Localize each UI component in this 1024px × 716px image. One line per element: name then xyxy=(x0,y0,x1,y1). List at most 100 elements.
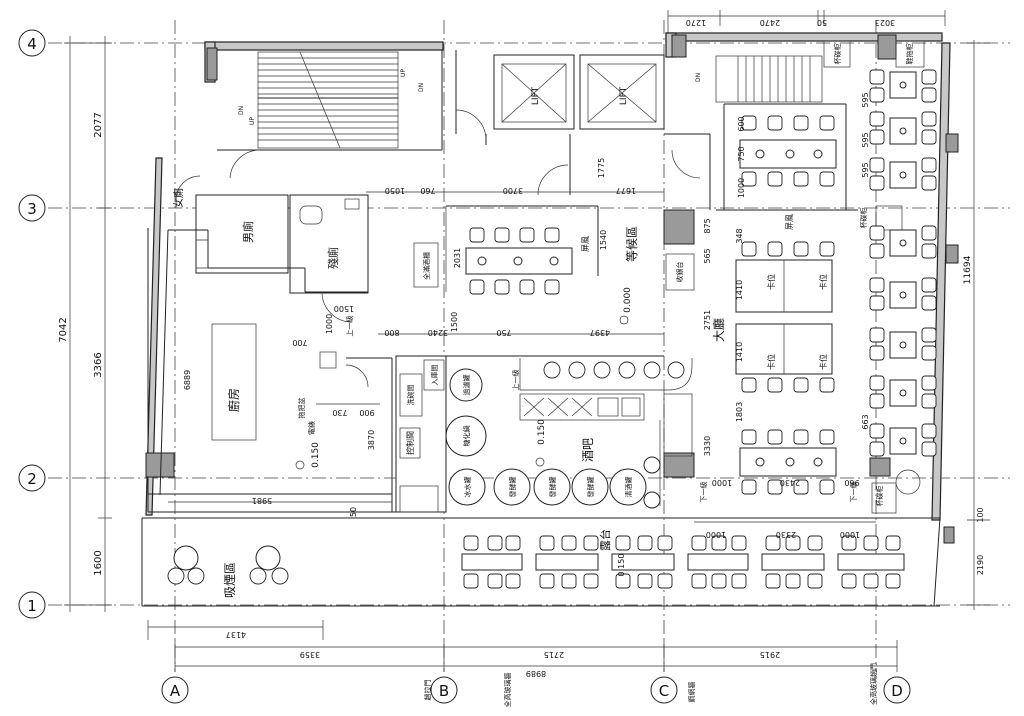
label-male-wc: 男廁 xyxy=(241,221,255,243)
label-terrace: 露台 xyxy=(598,529,612,551)
label-ice-water: 冰水罐 xyxy=(463,477,472,498)
columns xyxy=(145,34,959,544)
label-meter: 電錶 xyxy=(307,421,316,435)
dim-6889: 6889 xyxy=(183,370,192,390)
booth-label-3: 卡位 xyxy=(766,354,776,370)
grid-bubble-b: B xyxy=(439,682,449,700)
internal-dimension-numbers: 1050 760 3700 1677 1775 1540 2031 875 56… xyxy=(168,92,876,539)
label-step-down-1: 下一級 xyxy=(699,482,708,503)
brewing-tanks xyxy=(445,368,661,509)
label-smoking-area: 吸煙區 xyxy=(223,562,237,598)
lift-1-label: LIFT xyxy=(531,86,541,105)
dim-4397: 4397 xyxy=(590,328,610,337)
dim-bottom-4137: 4137 xyxy=(226,630,246,639)
left-dimensions: 7042 2077 3366 1600 xyxy=(58,36,112,612)
dim-1540: 1540 xyxy=(599,230,608,250)
dim-1775: 1775 xyxy=(597,158,606,178)
right-dimensions: 11694 100 2190 xyxy=(963,40,990,610)
smoking-area-seats xyxy=(167,545,289,585)
dim-1500-c: 1000 xyxy=(325,314,334,334)
dim-top-2470: 2470 xyxy=(760,18,780,27)
dim-top-50: 50 xyxy=(817,18,827,27)
dim-800: 800 xyxy=(384,328,399,337)
terrace-tables xyxy=(461,535,905,589)
dim-bottom-2715: 2715 xyxy=(544,650,564,659)
label-fridge: 入庫間 xyxy=(430,365,439,386)
label-screen-2: 屏風 xyxy=(785,214,794,230)
stair-up-1: UP xyxy=(400,69,407,77)
label-bar: 酒吧 xyxy=(581,438,595,462)
dim-1410-b: 1410 xyxy=(735,342,744,362)
dim-1410-a: 1410 xyxy=(735,280,744,300)
dim-5981: 5981 xyxy=(252,496,272,505)
label-cup-cabinet-3: 杯碟柜 xyxy=(833,44,842,65)
level-bar: 0.150 xyxy=(537,419,547,445)
dim-750-b: 750 xyxy=(737,146,746,161)
dim-bottom-8989: 8989 xyxy=(526,669,546,678)
label-ferment-2: 發酵罐 xyxy=(548,477,557,498)
stair-right: DN xyxy=(695,55,823,103)
dim-3330: 3330 xyxy=(703,436,712,456)
label-glass-c: 鋼網牆 xyxy=(687,682,696,703)
dim-760: 760 xyxy=(420,186,435,195)
dim-2430: 2430 xyxy=(780,478,800,487)
label-mop-sink: 拖把盆 xyxy=(297,398,306,419)
top-dimensions: 1270 2470 50 3023 xyxy=(667,10,946,40)
dim-750: 750 xyxy=(496,328,511,337)
label-ferment-3: 發酵罐 xyxy=(586,477,595,498)
dim-663: 663 xyxy=(861,414,870,429)
dim-3700: 3700 xyxy=(503,186,523,195)
dim-3870: 3870 xyxy=(367,430,376,450)
dim-875: 875 xyxy=(703,218,712,233)
dim-3240: 3240 xyxy=(428,328,448,337)
booth-label-4: 卡位 xyxy=(818,354,828,370)
dim-730: 730 xyxy=(332,408,347,417)
label-bar-tap: 全滿酒櫃 xyxy=(422,252,431,280)
dim-595-c: 595 xyxy=(861,162,870,177)
grid-bubble-1: 1 xyxy=(27,597,37,615)
grid-bubble-3: 3 xyxy=(27,200,37,218)
inner-walls xyxy=(159,40,925,514)
dim-bottom-2915: 2915 xyxy=(760,650,780,659)
label-wash-room: 洗碗間 xyxy=(406,385,415,406)
level-marks: 0.150 0.150 0.000 0.150 xyxy=(295,287,633,576)
label-accessible-wc: 殘廁 xyxy=(326,247,340,269)
lifts: LIFT LIFT xyxy=(493,54,665,130)
dim-right-bottom: 2190 xyxy=(976,555,985,575)
dim-1500-b: 1500 xyxy=(334,304,354,313)
dim-1677: 1677 xyxy=(616,186,636,195)
dim-1803: 1803 xyxy=(735,402,744,422)
dim-2031: 2031 xyxy=(453,248,462,268)
bottom-dimensions: 4137 3359 2715 2915 8989 xyxy=(147,620,898,678)
level-waiting: 0.000 xyxy=(623,287,633,313)
label-cup-cabinet-1: 杯碟柜 xyxy=(859,208,868,229)
dim-left-bottom: 1600 xyxy=(93,550,104,575)
stair-dn-3: DN xyxy=(695,73,702,82)
dim-left-total: 7042 xyxy=(58,317,69,342)
stair-dn-2: DN xyxy=(238,106,245,115)
lift-2-label: LIFT xyxy=(619,86,629,105)
label-kitchen: 廚房 xyxy=(226,388,241,412)
dim-1000-c: 1000 xyxy=(712,478,732,487)
dim-50: 50 xyxy=(349,507,358,517)
stair-dn-1: DN xyxy=(418,83,425,92)
dim-left-top: 2077 xyxy=(93,112,104,137)
booth-label-1: 卡位 xyxy=(766,274,776,290)
dim-565: 565 xyxy=(703,248,712,263)
grid-bubble-c: C xyxy=(659,682,669,700)
dim-700: 700 xyxy=(292,338,307,347)
stair-left: UP DN UP DN xyxy=(238,51,425,149)
dim-2751: 2751 xyxy=(703,310,712,330)
waiting-area-tables xyxy=(465,227,573,295)
dim-top-3023: 3023 xyxy=(875,18,895,27)
hall-tables: 卡位 卡位 卡位 卡位 xyxy=(735,115,837,495)
dim-595-a: 595 xyxy=(861,92,870,107)
grid-bubble-a: A xyxy=(170,682,181,700)
bar-stools xyxy=(543,361,685,379)
right-side-tables xyxy=(869,69,937,457)
label-saccharify: 糖化鍋 xyxy=(462,426,471,447)
dim-1050: 1050 xyxy=(385,186,405,195)
label-hall: 大廳 xyxy=(711,318,726,342)
booth-label-2: 卡位 xyxy=(818,274,828,290)
